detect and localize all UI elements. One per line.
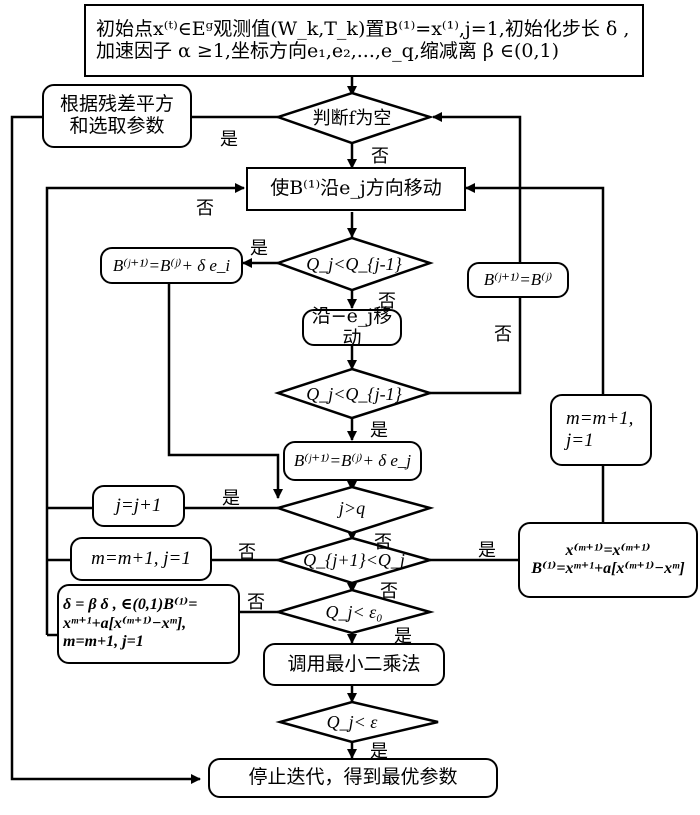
- label-move-no-loop: 否: [196, 198, 214, 219]
- residual-line-2: 和选取参数: [69, 115, 165, 137]
- label-eps-yes: 是: [370, 741, 388, 762]
- keep-b-text: B⁽ʲ⁺¹⁾=B⁽ʲ⁾: [483, 270, 553, 290]
- eps-text: Q_j< ε: [326, 711, 378, 732]
- update-ej-text: B⁽ʲ⁺¹⁾=B⁽ʲ⁾+ δ e_j: [293, 451, 412, 471]
- label-eps0-no: 否: [247, 592, 265, 613]
- label-judge-yes: 是: [220, 129, 238, 150]
- label-q3-down-no: 否: [380, 581, 398, 602]
- j-inc-text: j=j+1: [115, 495, 162, 517]
- j-inc-box: j=j+1: [92, 485, 185, 527]
- edge-keepb-to-judge: [432, 112, 522, 262]
- label-q1-no: 否: [378, 291, 396, 312]
- shrink-line-2: xᵐ⁺¹+a[x⁽ᵐ⁺¹⁾−xᵐ],: [63, 614, 187, 632]
- decision-q3: [273, 536, 435, 585]
- init-line-2: 加速因子 α ≥1,坐标方向e₁,e₂,...,e_q,缩减离 β ∈(0,1): [96, 39, 560, 62]
- init-box: 初始点x⁽ᵗ⁾∈Eᵍ观测值(W_k,T_k)置B⁽¹⁾=x⁽¹⁾,j=1,初始化…: [84, 4, 644, 77]
- accelerate-box: x⁽ᵐ⁺¹⁾=x⁽ᵐ⁺¹⁾ B⁽¹⁾=xᵐ⁺¹+a[x⁽ᵐ⁺¹⁾−xᵐ]: [518, 522, 698, 598]
- edge-minc-to-move: [465, 183, 605, 395]
- update-ei-text: B⁽ʲ⁺¹⁾=B⁽ʲ⁾+ δ e_i: [112, 255, 231, 275]
- update-ei-box: B⁽ʲ⁺¹⁾=B⁽ʲ⁾+ δ e_i: [100, 247, 243, 284]
- accelerate-line-1: x⁽ᵐ⁺¹⁾=x⁽ᵐ⁺¹⁾: [565, 541, 651, 559]
- q2-text: Q_j<Q_{j-1}: [306, 383, 402, 404]
- stop-text: 停止迭代，得到最优参数: [248, 766, 458, 789]
- shrink-box: δ = β δ , ∈(0,1)B⁽¹⁾= xᵐ⁺¹+a[x⁽ᵐ⁺¹⁾−xᵐ],…: [57, 584, 240, 664]
- move-neg-ej-text: 沿−e_j移动: [311, 304, 393, 349]
- edge-residual-to-stop: [10, 115, 201, 784]
- label-q2-no: 否: [494, 324, 512, 345]
- edge-left-loop-to-move: [45, 183, 245, 635]
- edge-q2-no: [430, 295, 522, 395]
- m-inc-right-line-1: m=m+1,: [566, 408, 634, 430]
- label-q3-no: 否: [238, 542, 256, 563]
- move-ej-text: 使B⁽¹⁾沿e_j方向移动: [270, 177, 442, 200]
- decision-q1: [274, 236, 434, 292]
- decision-eps0: [273, 588, 435, 635]
- judge-f-empty-text: 判断f为空: [312, 108, 392, 129]
- j-gt-q-text: j>q: [338, 497, 366, 518]
- residual-box: 根据残差平方 和选取参数: [42, 84, 192, 148]
- m-inc-left-box: m=m+1, j=1: [70, 537, 212, 581]
- label-q2-yes: 是: [370, 420, 388, 441]
- init-line-1: 初始点x⁽ᵗ⁾∈Eᵍ观测值(W_k,T_k)置B⁽¹⁾=x⁽¹⁾,j=1,初始化…: [96, 17, 630, 40]
- shrink-line-3: m=m+1, j=1: [63, 633, 144, 651]
- least-squares-text: 调用最小二乘法: [287, 652, 421, 675]
- move-neg-ej-box: 沿−e_j移动: [302, 305, 402, 348]
- q3-text: Q_{j+1}<Q_j: [303, 549, 405, 570]
- accelerate-line-2: B⁽¹⁾=xᵐ⁺¹+a[x⁽ᵐ⁺¹⁾−xᵐ]: [531, 560, 685, 577]
- decision-judge-f-empty: [274, 91, 435, 145]
- decision-j-gt-q: [273, 485, 435, 535]
- decision-eps: [275, 700, 439, 744]
- q1-text: Q_j<Q_{j-1}: [306, 253, 402, 274]
- edge-update-ei-to-jq: [167, 284, 283, 499]
- move-ej-box: 使B⁽¹⁾沿e_j方向移动: [246, 167, 466, 211]
- m-inc-left-text: m=m+1, j=1: [91, 548, 191, 570]
- residual-line-1: 根据残差平方: [59, 93, 174, 116]
- update-ej-box: B⁽ʲ⁺¹⁾=B⁽ʲ⁾+ δ e_j: [283, 441, 422, 481]
- label-jq-yes: 是: [222, 488, 240, 509]
- label-eps0-yes: 是: [394, 626, 412, 647]
- least-squares-box: 调用最小二乘法: [263, 643, 445, 686]
- label-q3-yes: 是: [478, 540, 496, 561]
- keep-b-box: B⁽ʲ⁺¹⁾=B⁽ʲ⁾: [467, 262, 569, 298]
- label-judge-no: 否: [371, 146, 389, 167]
- label-q1-yes: 是: [250, 238, 268, 259]
- m-inc-right-line-2: j=1: [566, 430, 594, 451]
- label-jq-no: 否: [374, 532, 392, 553]
- shrink-line-1: δ = β δ , ∈(0,1)B⁽¹⁾=: [63, 596, 198, 614]
- eps0-text: Q_j< ε₀: [325, 601, 383, 622]
- m-inc-right-box: m=m+1, j=1: [550, 394, 652, 466]
- stop-box: 停止迭代，得到最优参数: [208, 758, 498, 798]
- decision-q2: [274, 367, 435, 420]
